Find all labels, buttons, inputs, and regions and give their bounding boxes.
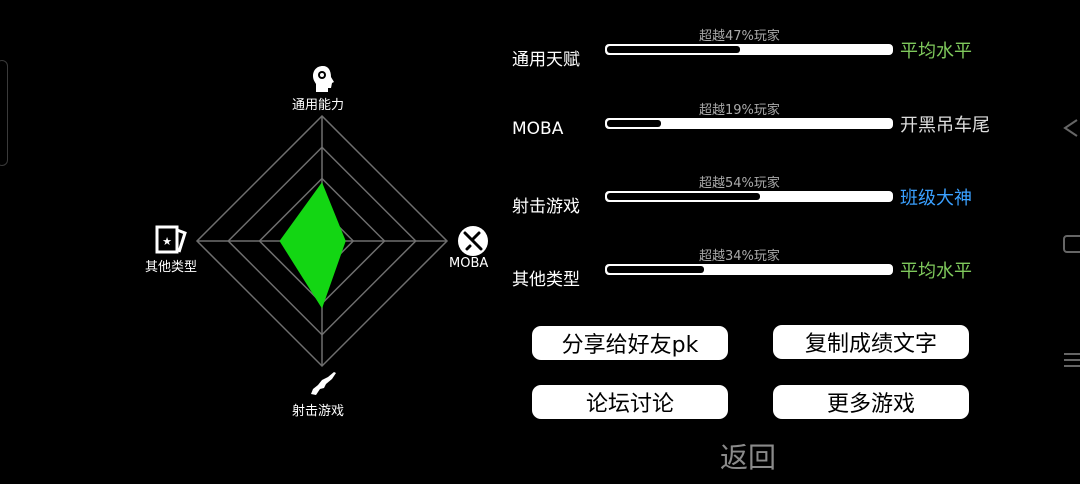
radar-label-left: 其他类型 xyxy=(145,260,198,275)
stat-row-general: 通用天赋 超越47%玩家 平均水平 xyxy=(512,29,1012,73)
stat-progress-fill xyxy=(607,193,761,200)
stat-progress-bar xyxy=(605,44,893,55)
radar-label-bottom: 射击游戏 xyxy=(292,404,345,419)
back-triangle-icon[interactable] xyxy=(1062,118,1080,138)
svg-text:★: ★ xyxy=(162,235,172,248)
stat-name: 其他类型 xyxy=(512,270,580,290)
stat-percent-text: 超越19%玩家 xyxy=(699,103,780,118)
radar-label-right: MOBA xyxy=(449,256,489,271)
stat-progress-fill xyxy=(607,266,704,273)
stat-progress-bar xyxy=(605,118,893,129)
stat-row-other: 其他类型 超越34%玩家 平均水平 xyxy=(512,249,1012,293)
stat-percent-text: 超越47%玩家 xyxy=(699,29,780,44)
more-games-button[interactable]: 更多游戏 xyxy=(773,385,969,419)
stat-progress-fill xyxy=(607,46,741,53)
radar-label-top: 通用能力 xyxy=(292,98,345,113)
stat-rank: 平均水平 xyxy=(900,41,972,62)
stat-row-shooter: 射击游戏 超越54%玩家 班级大神 xyxy=(512,176,1012,220)
stat-row-moba: MOBA 超越19%玩家 开黑吊车尾 xyxy=(512,103,1012,147)
stat-name: 通用天赋 xyxy=(512,50,580,70)
stat-rank: 开黑吊车尾 xyxy=(900,115,990,136)
copy-result-button[interactable]: 复制成绩文字 xyxy=(773,325,969,359)
edge-handle xyxy=(0,60,8,166)
stat-percent-text: 超越54%玩家 xyxy=(699,176,780,191)
stat-progress-bar xyxy=(605,191,893,202)
no-sword-icon xyxy=(458,226,488,256)
menu-lines-icon[interactable] xyxy=(1062,350,1080,370)
share-button[interactable]: 分享给好友pk xyxy=(532,326,728,360)
radar-chart xyxy=(195,114,449,368)
stat-name: MOBA xyxy=(512,119,564,139)
stat-progress-bar xyxy=(605,264,893,275)
stat-name: 射击游戏 xyxy=(512,197,580,217)
rifle-icon xyxy=(311,372,336,395)
forum-button[interactable]: 论坛讨论 xyxy=(532,385,728,419)
stat-rank: 班级大神 xyxy=(900,188,972,209)
back-button[interactable]: 返回 xyxy=(720,441,777,474)
radar-value-polygon xyxy=(279,182,346,309)
stat-progress-fill xyxy=(607,120,661,127)
home-square-icon[interactable] xyxy=(1062,234,1080,254)
stat-rank: 平均水平 xyxy=(900,261,972,282)
head-gear-icon xyxy=(313,66,334,92)
card-star-icon: ★ xyxy=(155,225,187,254)
stat-percent-text: 超越34%玩家 xyxy=(699,249,780,264)
